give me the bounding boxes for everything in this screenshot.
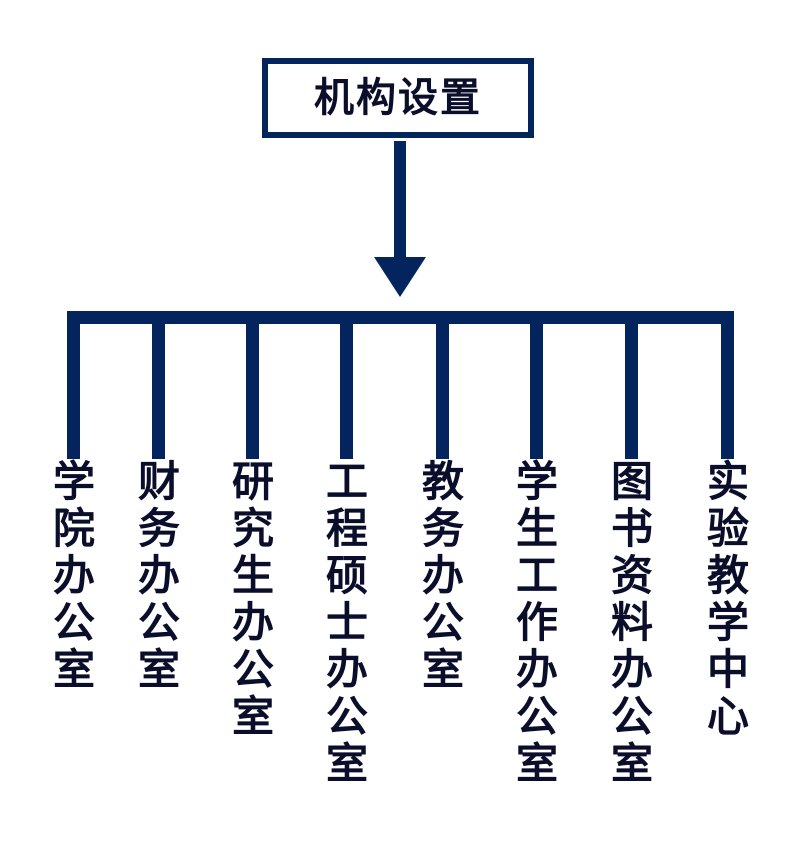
- branch-line-2: [152, 311, 165, 459]
- node-label-char: 室: [137, 645, 180, 695]
- node-label-char: 室: [515, 739, 558, 789]
- node-label-char: 公: [137, 598, 180, 648]
- node-label-char: 士: [325, 598, 368, 648]
- node-label-char: 教: [421, 457, 464, 506]
- node-label-char: 务: [421, 504, 464, 554]
- node-label-char: 办: [52, 551, 95, 601]
- node-label-char: 办: [137, 551, 180, 601]
- arrow-head-icon: [374, 257, 426, 297]
- arrow-stem: [394, 141, 406, 261]
- node-label-7[interactable]: 图书资料办公室: [603, 458, 661, 787]
- node-label-char: 室: [325, 739, 368, 789]
- node-label-5[interactable]: 教务办公室: [414, 458, 472, 693]
- node-label-char: 工: [325, 457, 368, 506]
- node-label-char: 生: [515, 504, 558, 554]
- node-label-char: 验: [706, 504, 749, 554]
- node-label-char: 室: [610, 739, 653, 789]
- node-label-char: 室: [52, 645, 95, 695]
- node-label-char: 办: [421, 551, 464, 601]
- node-label-char: 资: [610, 551, 653, 601]
- node-label-char: 实: [706, 457, 749, 506]
- node-label-8[interactable]: 实验教学中心: [699, 458, 757, 740]
- node-label-6[interactable]: 学生工作办公室: [508, 458, 566, 787]
- branch-line-1: [67, 311, 80, 459]
- node-label-char: 中: [706, 645, 749, 695]
- node-label-char: 究: [231, 504, 274, 554]
- branch-line-5: [436, 311, 449, 459]
- node-label-char: 图: [610, 457, 653, 506]
- node-label-char: 书: [610, 504, 653, 554]
- node-label-char: 办: [325, 645, 368, 695]
- node-label-char: 学: [706, 598, 749, 648]
- node-label-1[interactable]: 学院办公室: [45, 458, 103, 693]
- node-label-char: 作: [515, 598, 558, 648]
- node-label-char: 办: [515, 645, 558, 695]
- node-label-char: 心: [706, 692, 749, 742]
- root-node-box[interactable]: 机构设置: [262, 58, 534, 138]
- node-label-char: 公: [52, 598, 95, 648]
- node-label-char: 生: [231, 551, 274, 601]
- node-label-char: 工: [515, 551, 558, 601]
- node-label-char: 研: [231, 457, 274, 506]
- branch-line-6: [530, 311, 543, 459]
- branch-line-3: [246, 311, 259, 459]
- branch-line-7: [625, 311, 638, 459]
- node-label-char: 务: [137, 504, 180, 554]
- node-label-char: 公: [231, 645, 274, 695]
- node-label-char: 程: [325, 504, 368, 554]
- branch-line-4: [340, 311, 353, 459]
- node-label-4[interactable]: 工程硕士办公室: [318, 458, 376, 787]
- branch-line-8: [721, 311, 734, 459]
- node-label-char: 室: [231, 692, 274, 742]
- node-label-char: 教: [706, 551, 749, 601]
- node-label-char: 公: [515, 692, 558, 742]
- node-label-char: 公: [325, 692, 368, 742]
- node-label-2[interactable]: 财务办公室: [130, 458, 188, 693]
- node-label-char: 室: [421, 645, 464, 695]
- node-label-char: 公: [421, 598, 464, 648]
- node-label-char: 学: [515, 457, 558, 506]
- root-node-label: 机构设置: [314, 75, 482, 121]
- node-label-char: 硕: [325, 551, 368, 601]
- node-label-char: 公: [610, 692, 653, 742]
- node-label-char: 办: [610, 645, 653, 695]
- node-label-char: 料: [610, 598, 653, 648]
- node-label-char: 办: [231, 598, 274, 648]
- node-label-3[interactable]: 研究生办公室: [224, 458, 282, 740]
- horizontal-connector-bar: [67, 311, 734, 324]
- node-label-char: 学: [52, 457, 95, 506]
- node-label-char: 财: [137, 457, 180, 506]
- node-label-char: 院: [52, 504, 95, 554]
